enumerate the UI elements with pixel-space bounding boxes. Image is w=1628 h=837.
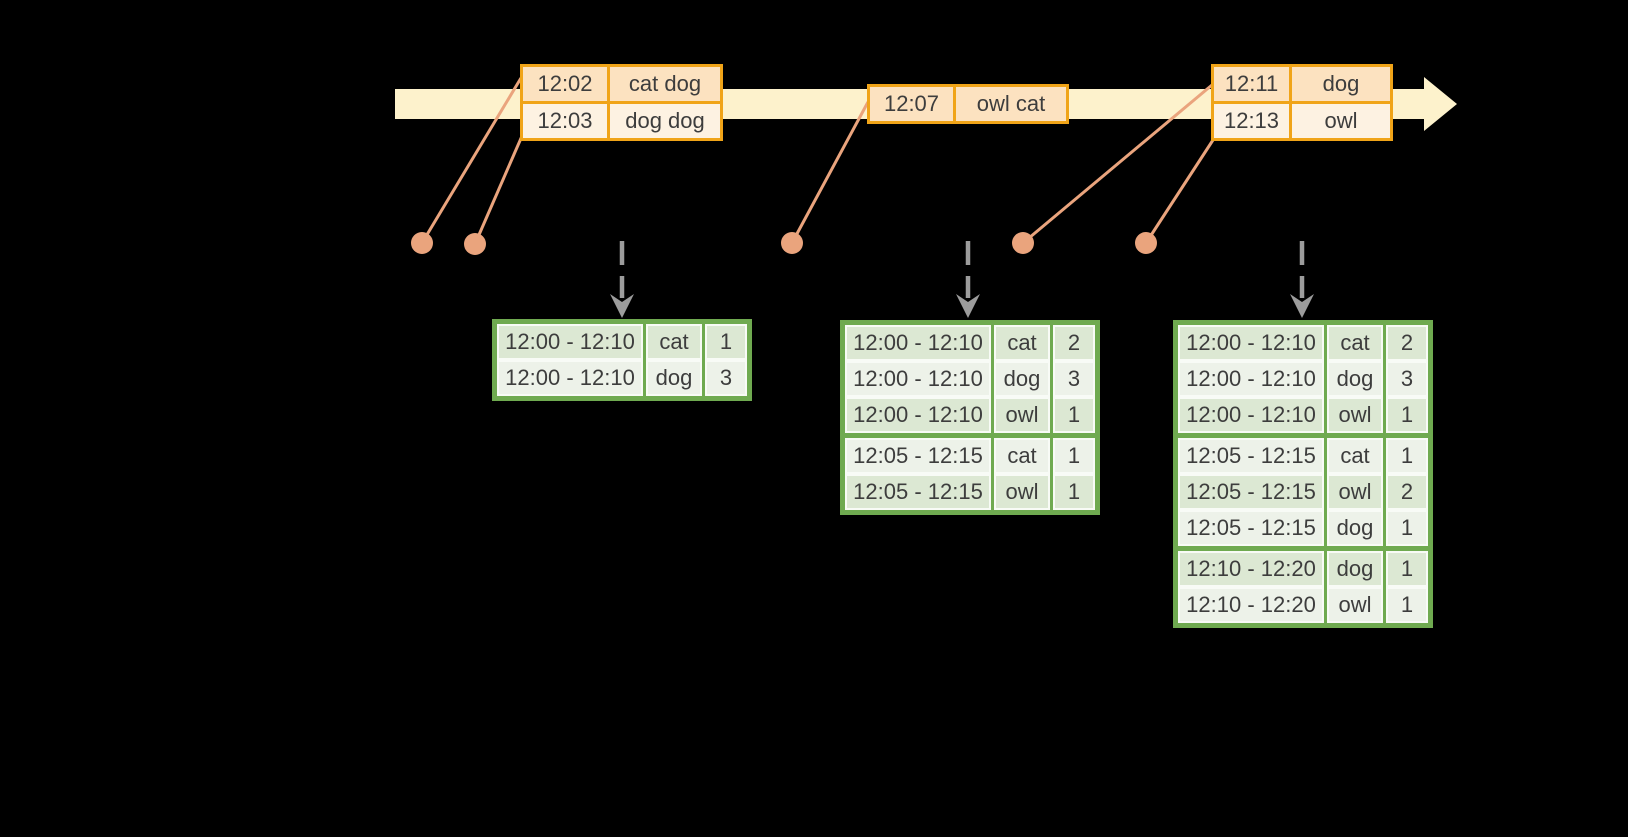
arrow-down-icon (610, 294, 634, 318)
word-cell: dog (1327, 551, 1383, 587)
window-cell: 12:00 - 12:10 (497, 360, 643, 396)
window-cell: 12:05 - 12:15 (845, 474, 991, 510)
count-cell: 3 (705, 360, 747, 396)
result-table-2: 12:00 - 12:10 cat 2 12:00 - 12:10 dog 3 … (840, 320, 1100, 515)
event-time-cell: 12:02 (523, 67, 607, 101)
marker-line (790, 101, 870, 244)
window-cell: 12:00 - 12:10 (845, 361, 991, 397)
count-cell: 3 (1386, 361, 1428, 397)
count-cell: 3 (1053, 361, 1095, 397)
trigger-arrows (610, 241, 1314, 318)
result-row: 12:10 - 12:20 owl 1 (1178, 587, 1428, 623)
event-dot (1135, 232, 1157, 254)
result-row: 12:05 - 12:15 owl 1 (845, 474, 1095, 510)
event-row: 12:07 owl cat (870, 87, 1066, 121)
window-cell: 12:00 - 12:10 (845, 325, 991, 361)
count-cell: 2 (1386, 474, 1428, 510)
word-cell: owl (1327, 474, 1383, 510)
count-cell: 1 (1386, 587, 1428, 623)
word-cell: owl (1327, 587, 1383, 623)
event-words-cell: dog (1292, 67, 1390, 101)
event-words-cell: dog dog (610, 104, 720, 138)
count-cell: 1 (1386, 438, 1428, 474)
result-row: 12:00 - 12:10 owl 1 (845, 397, 1095, 433)
event-row: 12:02 cat dog (523, 67, 720, 101)
result-row: 12:00 - 12:10 dog 3 (845, 361, 1095, 397)
arrow-down-icon (1290, 294, 1314, 318)
result-row: 12:00 - 12:10 cat 2 (1178, 325, 1428, 361)
arrow-down-icon (956, 294, 980, 318)
window-cell: 12:10 - 12:20 (1178, 587, 1324, 623)
result-row: 12:00 - 12:10 dog 3 (1178, 361, 1428, 397)
word-cell: dog (1327, 361, 1383, 397)
window-cell: 12:05 - 12:15 (845, 438, 991, 474)
word-cell: cat (994, 438, 1050, 474)
window-cell: 12:00 - 12:10 (1178, 325, 1324, 361)
count-cell: 1 (1053, 438, 1095, 474)
event-dot (781, 232, 803, 254)
window-cell: 12:05 - 12:15 (1178, 510, 1324, 546)
window-cell: 12:00 - 12:10 (1178, 397, 1324, 433)
event-words-cell: owl cat (956, 87, 1066, 121)
count-cell: 1 (1053, 397, 1095, 433)
count-cell: 1 (1053, 474, 1095, 510)
result-row: 12:05 - 12:15 dog 1 (1178, 510, 1428, 546)
word-cell: dog (994, 361, 1050, 397)
count-cell: 1 (1386, 397, 1428, 433)
word-cell: dog (1327, 510, 1383, 546)
event-time-cell: 12:07 (870, 87, 953, 121)
result-row: 12:05 - 12:15 cat 1 (1178, 438, 1428, 474)
window-cell: 12:00 - 12:10 (1178, 361, 1324, 397)
result-row: 12:10 - 12:20 dog 1 (1178, 551, 1428, 587)
event-words-cell: cat dog (610, 67, 720, 101)
event-table-1: 12:02 cat dog 12:03 dog dog (520, 64, 723, 141)
event-time-cell: 12:03 (523, 104, 607, 138)
window-cell: 12:00 - 12:10 (845, 397, 991, 433)
count-cell: 1 (705, 324, 747, 360)
result-row: 12:00 - 12:10 dog 3 (497, 360, 747, 396)
marker-line (473, 135, 524, 245)
word-cell: cat (1327, 438, 1383, 474)
timeline-arrowhead-icon (1424, 77, 1457, 131)
event-dot (411, 232, 433, 254)
result-row: 12:05 - 12:15 owl 2 (1178, 474, 1428, 510)
count-cell: 2 (1386, 325, 1428, 361)
count-cell: 1 (1386, 551, 1428, 587)
result-row: 12:00 - 12:10 cat 1 (497, 324, 747, 360)
word-cell: cat (1327, 325, 1383, 361)
word-cell: cat (646, 324, 702, 360)
count-cell: 2 (1053, 325, 1095, 361)
event-words-cell: owl (1292, 104, 1390, 138)
count-cell: 1 (1386, 510, 1428, 546)
word-cell: owl (994, 474, 1050, 510)
result-row: 12:05 - 12:15 cat 1 (845, 438, 1095, 474)
marker-line (420, 77, 523, 244)
word-cell: cat (994, 325, 1050, 361)
result-row: 12:00 - 12:10 cat 2 (845, 325, 1095, 361)
word-cell: dog (646, 360, 702, 396)
event-time-cell: 12:11 (1214, 67, 1289, 101)
marker-line (1144, 139, 1215, 244)
word-cell: owl (994, 397, 1050, 433)
event-table-3: 12:11 dog 12:13 owl (1211, 64, 1393, 141)
result-table-3: 12:00 - 12:10 cat 2 12:00 - 12:10 dog 3 … (1173, 320, 1433, 628)
window-cell: 12:00 - 12:10 (497, 324, 643, 360)
window-cell: 12:10 - 12:20 (1178, 551, 1324, 587)
event-row: 12:03 dog dog (523, 104, 720, 138)
word-cell: owl (1327, 397, 1383, 433)
event-row: 12:11 dog (1214, 67, 1390, 101)
event-dot (464, 233, 486, 255)
result-table-1: 12:00 - 12:10 cat 1 12:00 - 12:10 dog 3 (492, 319, 752, 401)
window-cell: 12:05 - 12:15 (1178, 474, 1324, 510)
event-time-cell: 12:13 (1214, 104, 1289, 138)
event-marker-dots (411, 232, 1157, 255)
result-row: 12:00 - 12:10 owl 1 (1178, 397, 1428, 433)
event-dot (1012, 232, 1034, 254)
window-cell: 12:05 - 12:15 (1178, 438, 1324, 474)
event-row: 12:13 owl (1214, 104, 1390, 138)
event-table-2: 12:07 owl cat (867, 84, 1069, 124)
